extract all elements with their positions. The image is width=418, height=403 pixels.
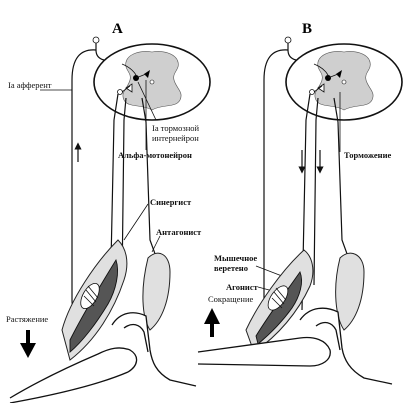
ia-interneuron-label-1: Ia тормозной: [152, 123, 199, 133]
motoneuron-outline: [125, 83, 133, 93]
muscles-b: [245, 249, 365, 353]
spindle-label-1: Мышечное: [214, 253, 257, 263]
dorsal-root-ganglion: [92, 36, 100, 44]
panel-a: A Ia афферент I: [6, 21, 211, 403]
muscle-spindle: [267, 285, 289, 311]
panel-b-letter: B: [302, 21, 312, 37]
alpha-motoneuron-body: [144, 70, 150, 78]
spinal-cord-b: [285, 43, 403, 121]
stretch-label: Растяжение: [6, 314, 48, 324]
forearm: [197, 336, 331, 367]
antagonist-muscle: [142, 252, 171, 331]
muscles-a: [61, 239, 171, 361]
efferent-2: [313, 97, 319, 286]
spindle-label-2: веретено: [214, 263, 248, 273]
forearm: [9, 347, 138, 403]
arm-bones-a: [9, 312, 197, 403]
muscle-spindle: [80, 282, 100, 310]
ia-interneuron-label-2: интернейрон: [152, 133, 199, 143]
panel-b: B Торможение Мышечное веретено: [197, 21, 403, 385]
panel-a-letter: A: [112, 21, 123, 37]
arm-bones-b: [197, 307, 393, 385]
dorsal-root-ganglion: [284, 36, 292, 44]
efferent-3: [333, 97, 351, 263]
efferent-3: [141, 97, 159, 263]
ia-afferent-label: Ia афферент: [8, 80, 52, 90]
arrow-up-icon: [204, 308, 220, 337]
arrow-down-icon: [20, 330, 36, 358]
agonist-label: Агонист: [226, 282, 259, 292]
spinal-cord-a: [93, 43, 211, 121]
synergist-label: Синергист: [150, 197, 192, 207]
antagonist-muscle: [335, 252, 365, 331]
inhibition-label: Торможение: [344, 150, 391, 160]
alpha-motoneuron-body: [336, 70, 342, 78]
efferent-fibers-b: [298, 93, 351, 311]
efferent-1: [301, 93, 311, 311]
antagonist-label: Антагонист: [156, 227, 202, 237]
elbow-joint: [123, 323, 149, 353]
contraction-label: Сокращение: [208, 294, 253, 304]
elbow-joint: [315, 321, 341, 351]
efferent-2: [121, 97, 127, 286]
alpha-motoneuron-label: Альфа-мотонейрон: [118, 150, 192, 160]
